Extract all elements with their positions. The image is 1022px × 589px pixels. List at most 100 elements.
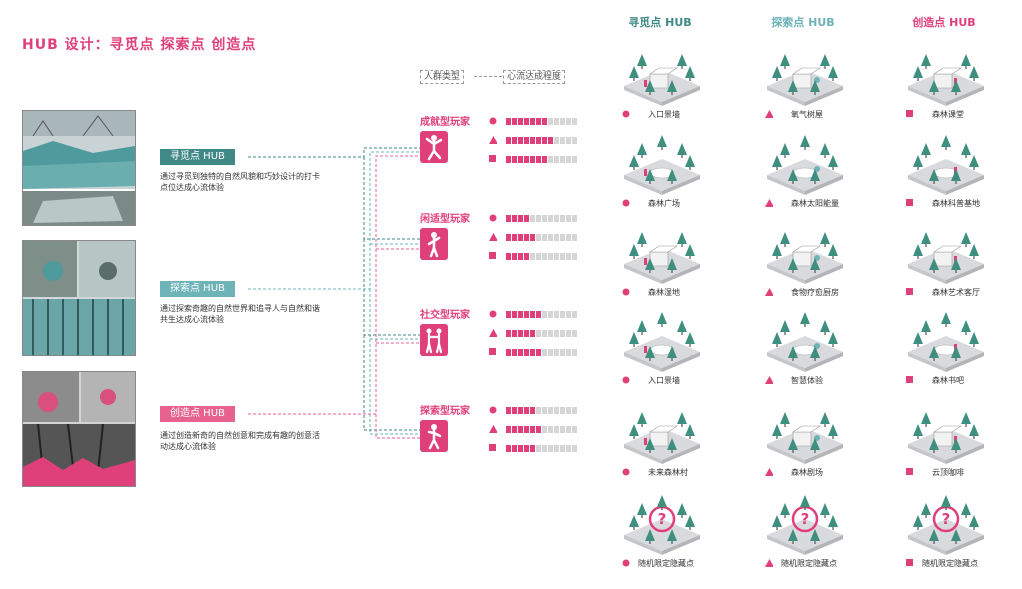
flow-segment-empty [554, 253, 559, 260]
player-figure-icon [420, 228, 448, 260]
triangle-icon [765, 288, 773, 296]
svg-text:?: ? [942, 510, 951, 528]
flow-segment-filled [512, 156, 517, 163]
flow-segment-filled [524, 445, 529, 452]
circle-icon [622, 199, 630, 207]
flow-segment-empty [542, 445, 547, 452]
triangle-icon [489, 329, 497, 337]
flow-segment-filled [530, 330, 535, 337]
hub-desc-seek: 通过寻觅到独特的自然风貌和巧妙设计的打卡点位达成心流体验 [160, 172, 320, 192]
player-title: 社交型玩家 [420, 310, 470, 321]
scene-label: 未来森林村 [648, 468, 688, 477]
flow-segment-empty [560, 311, 565, 318]
flow-segment-empty [572, 156, 577, 163]
square-icon [906, 376, 914, 384]
flow-segment-filled [518, 253, 523, 260]
flow-segment-filled [524, 311, 529, 318]
flow-segment-empty [548, 330, 553, 337]
flow-segment-empty [554, 137, 559, 144]
circle-icon [489, 406, 497, 414]
flow-segment-filled [536, 349, 541, 356]
triangle-icon [765, 199, 773, 207]
flow-segment-empty [572, 349, 577, 356]
player-figure-icon [420, 324, 448, 356]
flow-segment-filled [530, 445, 535, 452]
flow-segment-empty [560, 215, 565, 222]
flow-segment-filled [512, 330, 517, 337]
flow-segment-empty [572, 215, 577, 222]
scene-label: 食物疗愈厨房 [791, 288, 839, 297]
flow-segment-empty [536, 445, 541, 452]
scene-label: 入口景墙 [648, 376, 680, 385]
flow-segment-filled [536, 137, 541, 144]
flow-segment-empty [536, 253, 541, 260]
flow-segment-filled [536, 118, 541, 125]
flow-segment-filled [506, 253, 511, 260]
hidden-spot-tile: ? [622, 493, 702, 559]
flow-segment-filled [524, 234, 529, 241]
square-icon [906, 199, 914, 207]
flow-segment-filled [506, 215, 511, 222]
column-title: 寻觅点 HUB [628, 16, 692, 29]
flow-segment-empty [560, 253, 565, 260]
triangle-icon [489, 136, 497, 144]
flow-segment-empty [560, 156, 565, 163]
flow-segment-filled [524, 407, 529, 414]
flow-segment-empty [548, 311, 553, 318]
flow-segment-empty [542, 407, 547, 414]
flow-level-bar [506, 330, 577, 337]
flow-segment-empty [572, 137, 577, 144]
hub-label-create: 创造点 HUB [160, 406, 235, 422]
flow-segment-filled [506, 234, 511, 241]
flow-level-bar [506, 137, 577, 144]
scene-label: 森林科普基地 [932, 199, 980, 208]
scene-tile [765, 44, 845, 110]
flow-segment-empty [566, 156, 571, 163]
flow-segment-empty [542, 426, 547, 433]
flow-segment-empty [560, 426, 565, 433]
flow-segment-empty [542, 330, 547, 337]
flow-level-bar [506, 118, 577, 125]
square-icon [906, 288, 914, 296]
flow-level-bar [506, 445, 577, 452]
flow-segment-empty [572, 234, 577, 241]
flow-segment-empty [548, 445, 553, 452]
flow-segment-filled [512, 311, 517, 318]
triangle-icon [489, 425, 497, 433]
flow-segment-empty [554, 330, 559, 337]
flow-segment-filled [506, 311, 511, 318]
flow-segment-empty [560, 445, 565, 452]
flow-segment-empty [560, 234, 565, 241]
triangle-icon [765, 468, 773, 476]
scene-tile [906, 402, 986, 468]
flow-segment-empty [554, 234, 559, 241]
square-icon [906, 559, 914, 567]
flow-level-bar [506, 311, 577, 318]
flow-segment-empty [566, 426, 571, 433]
player-title: 探索型玩家 [420, 406, 470, 417]
flow-segment-filled [512, 253, 517, 260]
flow-segment-empty [548, 234, 553, 241]
flow-segment-empty [536, 215, 541, 222]
flow-segment-empty [542, 234, 547, 241]
svg-text:?: ? [801, 510, 810, 528]
flow-segment-empty [572, 426, 577, 433]
flow-segment-empty [548, 349, 553, 356]
circle-icon [622, 110, 630, 118]
column-title: 创造点 HUB [912, 16, 976, 29]
scene-tile [765, 310, 845, 376]
flow-segment-empty [560, 137, 565, 144]
flow-segment-empty [536, 330, 541, 337]
player-figure-icon [420, 131, 448, 163]
flow-segment-filled [530, 118, 535, 125]
player-title: 成就型玩家 [420, 117, 470, 128]
flow-segment-empty [566, 253, 571, 260]
flow-segment-filled [506, 118, 511, 125]
flow-segment-empty [560, 349, 565, 356]
legend-connector [474, 76, 502, 77]
flow-segment-empty [542, 311, 547, 318]
flow-segment-empty [554, 426, 559, 433]
circle-icon [622, 376, 630, 384]
scene-label: 森林课堂 [932, 110, 964, 119]
player-title: 闲适型玩家 [420, 214, 470, 225]
